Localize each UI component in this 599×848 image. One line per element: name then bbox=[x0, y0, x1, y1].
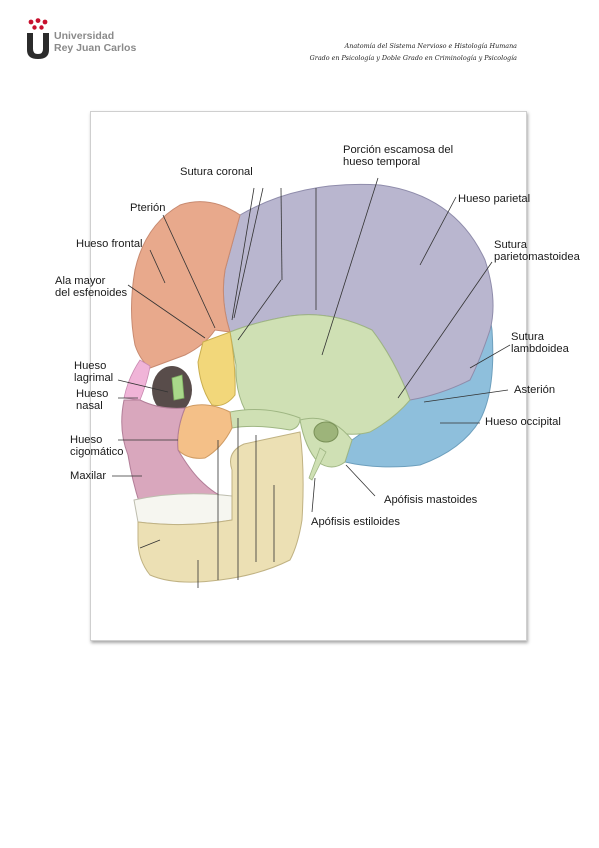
label-porcion-escamosa: Porción escamosa del hueso temporal bbox=[343, 144, 454, 168]
university-name-line1: Universidad bbox=[54, 30, 115, 42]
nasal-bone bbox=[123, 359, 151, 401]
university-name-line2: Rey Juan Carlos bbox=[54, 42, 137, 54]
label-ala-mayor: Ala mayor del esfenoides bbox=[55, 275, 128, 299]
course-title: Anatomía del Sistema Nervioso e Histolog… bbox=[344, 42, 517, 50]
leader-lines bbox=[112, 177, 511, 588]
label-asterion: Asterión bbox=[514, 384, 556, 396]
university-name: Universidad Rey Juan Carlos bbox=[54, 30, 136, 54]
label-hueso-frontal: Hueso frontal bbox=[76, 238, 143, 250]
teeth bbox=[133, 493, 233, 526]
label-hueso-lagrimal: Hueso lagrimal bbox=[74, 360, 114, 384]
label-hueso-parietal: Hueso parietal bbox=[458, 193, 531, 205]
lacrimal-bone bbox=[171, 374, 185, 401]
label-hueso-cigomatico: Hueso cigomático bbox=[70, 434, 124, 458]
mandible-bone bbox=[137, 431, 304, 583]
maxilla-bone bbox=[121, 399, 231, 506]
label-hueso-occipital: Hueso occipital bbox=[485, 416, 561, 428]
university-logo: Universidad Rey Juan Carlos bbox=[26, 18, 156, 62]
mastoid-region bbox=[299, 417, 353, 468]
label-pterion: Pterión bbox=[130, 202, 166, 214]
university-logo-icon bbox=[27, 18, 49, 59]
frontal-bone bbox=[131, 201, 241, 369]
styloid-process bbox=[308, 447, 327, 481]
zygomatic-bone bbox=[177, 404, 233, 459]
label-sutura-coronal: Sutura coronal bbox=[180, 166, 253, 178]
label-sutura-parietomastoidea: Sutura parietomastoidea bbox=[494, 239, 580, 263]
label-apofisis-estiloides: Apófisis estiloides bbox=[311, 516, 400, 528]
label-sutura-lambdoidea: Sutura lambdoidea bbox=[511, 331, 569, 355]
label-maxilar: Maxilar bbox=[70, 470, 107, 482]
course-degree: Grado en Psicología y Doble Grado en Cri… bbox=[309, 54, 517, 62]
external-acoustic-meatus bbox=[313, 421, 339, 443]
sphenoid-bone bbox=[197, 331, 236, 406]
label-hueso-nasal: Hueso nasal bbox=[76, 388, 109, 412]
course-header: Anatomía del Sistema Nervioso e Histolog… bbox=[310, 40, 517, 64]
zygomatic-arch bbox=[229, 409, 301, 431]
label-apofisis-mastoides: Apófisis mastoides bbox=[384, 494, 478, 506]
